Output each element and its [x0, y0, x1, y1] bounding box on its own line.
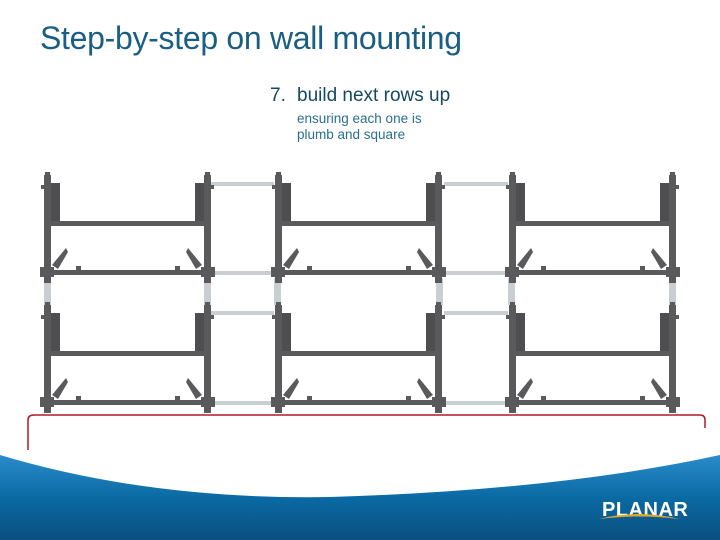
step-heading: 7. build next rows up — [270, 85, 450, 107]
logo-arc-icon — [599, 514, 679, 519]
footer-swoosh — [0, 455, 720, 540]
step-number: 7. — [270, 85, 286, 106]
step-description-line-1: ensuring each one is — [297, 111, 422, 126]
connector-bars — [44, 182, 676, 405]
frame-row-1 — [40, 172, 680, 283]
frame-row-2 — [40, 302, 680, 413]
red-bracket-line — [27, 414, 706, 450]
step-description-line-2: plumb and square — [297, 127, 406, 142]
slide-title: Step-by-step on wall mounting — [40, 20, 462, 56]
step-heading-text: build next rows up — [297, 85, 451, 106]
step-description: ensuring each one is plumb and square — [297, 111, 422, 143]
